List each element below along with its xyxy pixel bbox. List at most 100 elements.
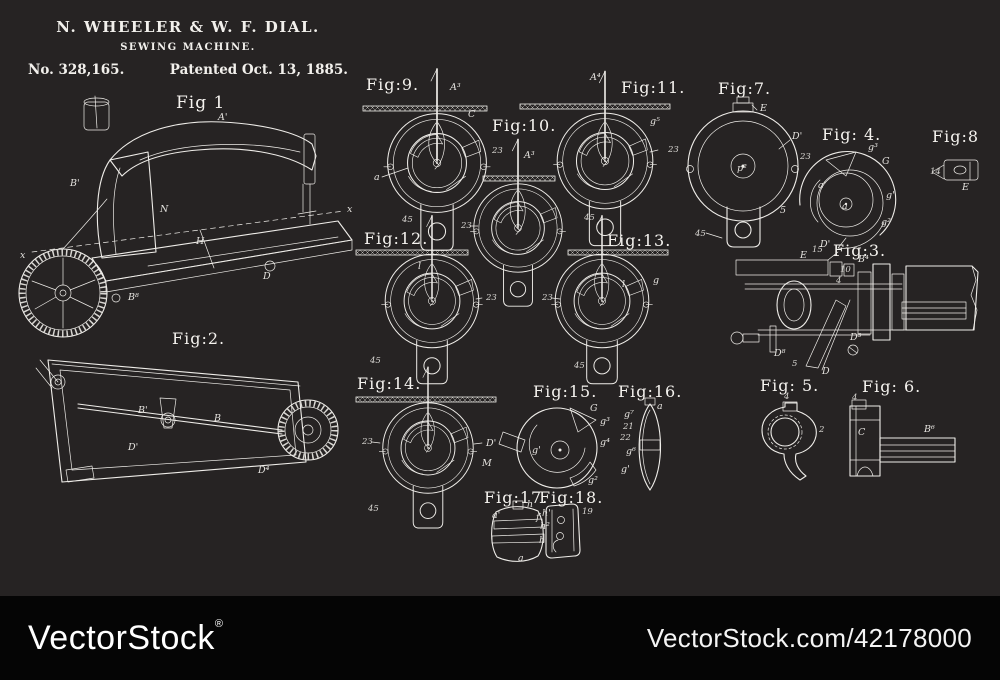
- svg-text:l: l: [622, 279, 625, 290]
- fig7-annotations: E D' 23 45 p² 5: [694, 103, 811, 239]
- svg-text:g²: g²: [588, 475, 598, 486]
- svg-text:g³: g³: [868, 142, 878, 153]
- fig6-label: Fig: 6.: [862, 377, 921, 396]
- svg-text:A': A': [217, 112, 227, 123]
- svg-text:p²: p²: [737, 163, 747, 174]
- svg-text:5: 5: [780, 205, 786, 216]
- svg-text:22: 22: [619, 433, 631, 443]
- svg-text:A³: A³: [523, 150, 535, 161]
- fig12-label: Fig:12.: [364, 229, 428, 248]
- svg-text:21: 21: [622, 422, 634, 432]
- fig16-drawing: Fig:16. a g⁷ 21 22 g⁶ g': [618, 382, 682, 490]
- fig2-annotations: B' D' B D⁴: [127, 405, 270, 476]
- svg-text:45: 45: [367, 504, 379, 514]
- svg-text:B': B': [137, 405, 148, 416]
- fig12-annotations: l 23 45: [369, 261, 497, 366]
- svg-text:D⁴: D⁴: [257, 465, 270, 476]
- svg-text:E: E: [799, 250, 807, 261]
- fig10-drawing: Fig:10. A³ 23: [460, 116, 566, 306]
- svg-text:A³: A³: [449, 82, 461, 93]
- svg-text:D': D': [127, 442, 138, 453]
- svg-text:E: E: [961, 182, 969, 193]
- fig1-label: Fig 1: [176, 93, 225, 113]
- fig2-wheel: [278, 400, 338, 460]
- svg-text:h: h: [527, 499, 533, 510]
- svg-text:45: 45: [583, 213, 595, 223]
- svg-text:23: 23: [667, 145, 679, 155]
- patent-date: Patented Oct. 13, 1885.: [170, 62, 348, 78]
- svg-text:23: 23: [491, 146, 503, 156]
- fig15-drawing: Fig:15. G g³ g⁴ g² g': [499, 382, 610, 488]
- svg-text:45: 45: [694, 229, 706, 239]
- svg-text:a: a: [657, 401, 663, 412]
- svg-text:a: a: [842, 201, 848, 212]
- svg-text:g: g: [653, 275, 659, 286]
- svg-text:D': D': [819, 239, 830, 250]
- fig10-label: Fig:10.: [492, 116, 556, 135]
- svg-text:45: 45: [401, 215, 413, 225]
- svg-text:4: 4: [783, 392, 789, 402]
- svg-text:19: 19: [582, 507, 593, 517]
- svg-text:4: 4: [835, 276, 841, 286]
- svg-text:g': g': [886, 190, 895, 201]
- fig13-label: Fig:13.: [607, 231, 671, 250]
- svg-text:h²: h²: [540, 521, 550, 532]
- svg-text:C: C: [468, 109, 476, 120]
- svg-text:g⁷: g⁷: [624, 409, 634, 420]
- fig4-drawing: Fig: 4. g³ G a' a g' g²: [800, 125, 896, 248]
- svg-text:B: B: [213, 413, 221, 424]
- patent-artwork: Fig 1: [0, 0, 1000, 596]
- fig2-label: Fig:2.: [172, 329, 225, 348]
- svg-text:D: D: [821, 366, 830, 377]
- svg-text:B': B': [69, 178, 80, 189]
- fig18-drawing: Fig:18. h' h² h 19: [539, 488, 603, 558]
- svg-text:E: E: [759, 103, 767, 114]
- patent-header: N. WHEELER & W. F. DIAL. SEWING MACHINE.…: [28, 18, 348, 78]
- svg-text:N: N: [159, 204, 169, 215]
- fig13-annotations: l g 23 45: [541, 275, 659, 371]
- vectorstock-credit-url: VectorStock.com/42178000: [647, 623, 972, 654]
- svg-text:D: D: [262, 271, 271, 282]
- fig16-annotations: a g⁷ 21 22 g⁶ g': [619, 401, 663, 475]
- fig8-label: Fig:8: [932, 127, 979, 146]
- svg-text:h': h': [542, 508, 551, 519]
- svg-text:B⁴: B⁴: [857, 254, 869, 265]
- fig5-drawing: Fig: 5. 4 2: [760, 376, 824, 480]
- fig3-drawing: Fig:3. E 15 D': [731, 239, 978, 377]
- svg-text:D': D': [485, 438, 496, 449]
- svg-text:B⁶: B⁶: [923, 424, 935, 435]
- svg-text:23: 23: [361, 437, 373, 447]
- inventor-names: N. WHEELER & W. F. DIAL.: [28, 18, 348, 36]
- svg-text:5: 5: [792, 359, 797, 369]
- invention-title: SEWING MACHINE.: [28, 42, 348, 53]
- fig11-label: Fig:11.: [621, 78, 685, 97]
- fig9-label: Fig:9.: [366, 75, 419, 94]
- svg-text:g': g': [532, 445, 541, 456]
- svg-text:g⁴: g⁴: [600, 437, 610, 448]
- fig15-annotations: G g³ g⁴ g² g': [532, 403, 610, 486]
- svg-text:D⁸: D⁸: [773, 348, 786, 359]
- vectorstock-logo: VectorStock®: [28, 618, 224, 658]
- fig7-label: Fig:7.: [718, 79, 771, 98]
- fig9-drawing: Fig:9. A³ C a 23 45: [363, 69, 503, 250]
- svg-text:10: 10: [840, 265, 851, 275]
- fig2-drawing: Fig:2. B' D' B D⁴: [36, 329, 338, 482]
- svg-text:D³: D³: [849, 332, 862, 343]
- svg-text:l: l: [418, 261, 421, 272]
- fig14-label: Fig:14.: [357, 374, 421, 393]
- svg-text:2: 2: [818, 425, 824, 435]
- svg-text:g⁶: g⁶: [626, 446, 636, 457]
- svg-text:D': D': [791, 131, 802, 142]
- svg-text:G: G: [882, 156, 890, 167]
- fig15-label: Fig:15.: [533, 382, 597, 401]
- svg-text:a': a': [492, 510, 500, 521]
- fig14-drawing: Fig:14. 23 D' M 45: [356, 367, 496, 528]
- svg-text:h: h: [539, 535, 545, 546]
- svg-text:A⁴: A⁴: [589, 72, 601, 83]
- svg-text:14: 14: [930, 167, 941, 177]
- svg-text:g²: g²: [881, 217, 891, 228]
- fig1-drawing: Fig 1: [19, 93, 353, 337]
- svg-text:45: 45: [369, 356, 381, 366]
- svg-text:45: 45: [573, 361, 585, 371]
